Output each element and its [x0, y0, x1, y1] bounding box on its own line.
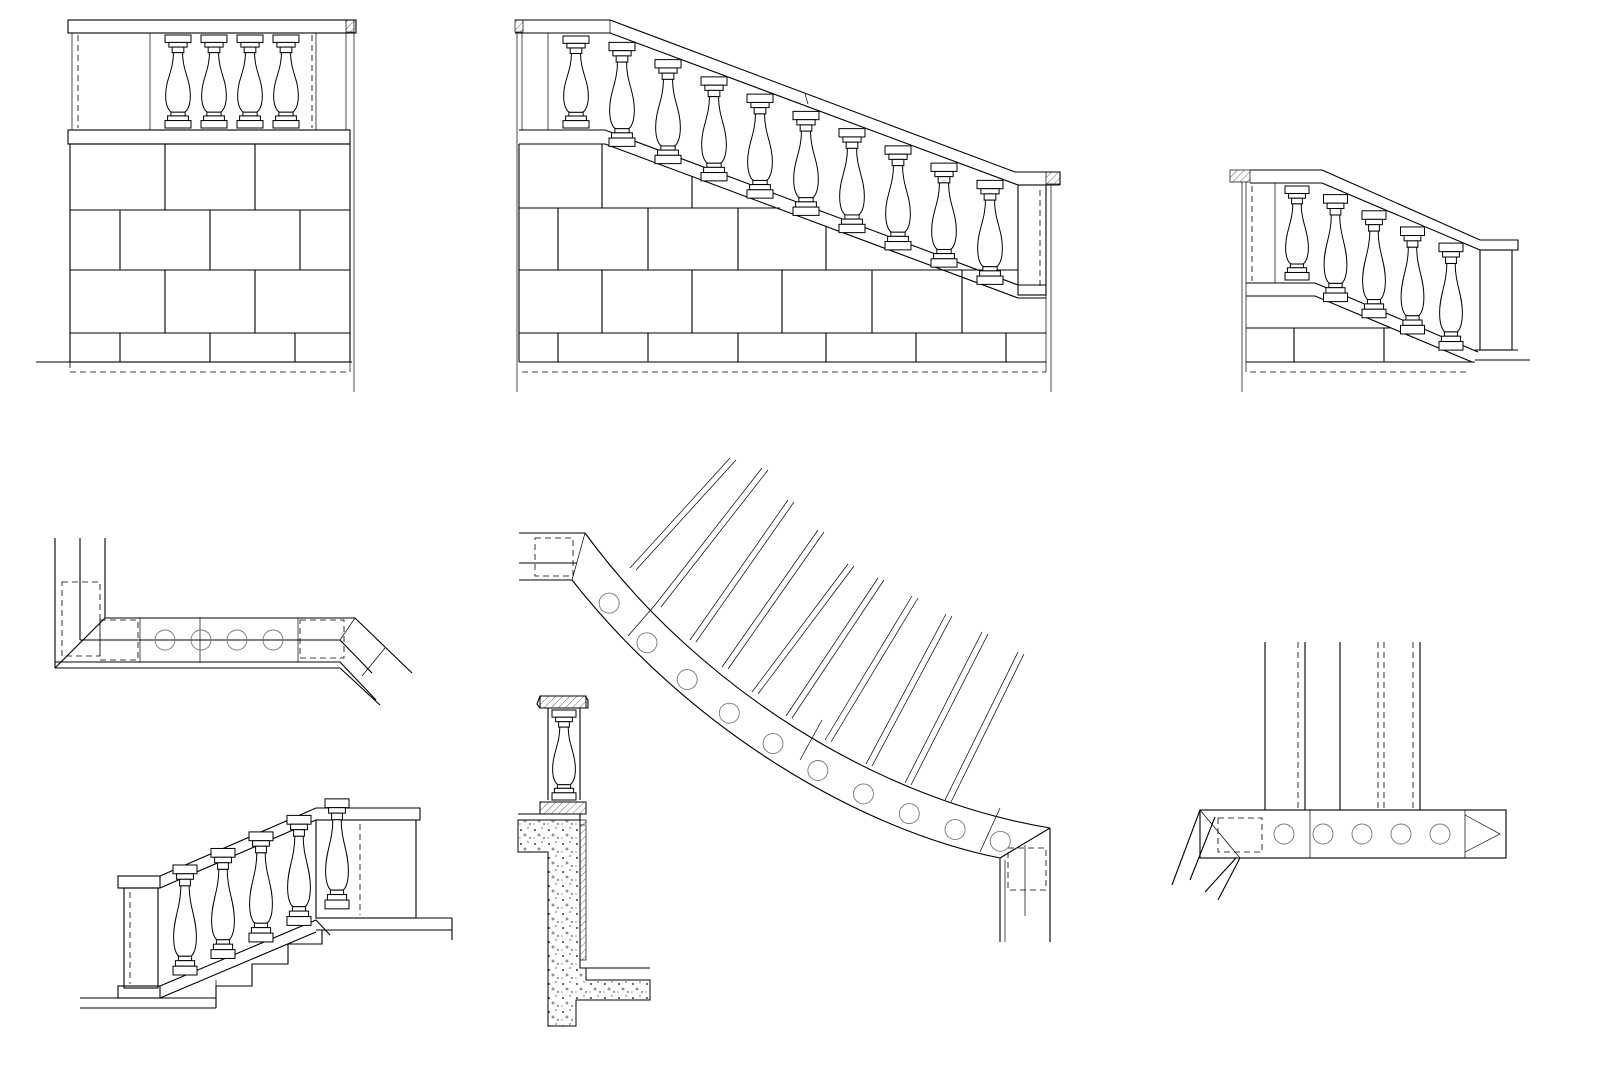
baluster-plan-circles — [598, 592, 1011, 852]
baluster-circle — [1390, 823, 1412, 845]
baluster — [884, 145, 912, 251]
baluster — [248, 831, 274, 943]
baluster-circle — [226, 629, 248, 651]
stair-elevation-large-view — [514, 19, 1061, 392]
section-detail-view — [517, 695, 651, 1027]
baluster-circle — [852, 783, 874, 805]
baluster-circle — [598, 592, 620, 614]
baluster-row — [172, 798, 350, 976]
baluster — [1400, 226, 1425, 335]
baluster — [210, 847, 236, 959]
tread-line — [824, 595, 913, 741]
baluster — [930, 162, 958, 268]
baluster-circle — [1273, 823, 1295, 845]
baluster-circle — [190, 629, 212, 651]
baluster — [172, 864, 198, 976]
tread-line — [660, 469, 769, 608]
plan-corner-left-view — [54, 538, 413, 706]
tread-line — [654, 467, 763, 606]
baluster-circle — [262, 629, 284, 651]
baluster-circle — [636, 632, 658, 654]
stair-elevation-lower-view — [80, 798, 453, 1009]
tread-line — [629, 457, 731, 569]
baluster — [551, 709, 577, 801]
baluster — [654, 59, 682, 165]
tread-line — [695, 501, 795, 643]
tread-line — [751, 563, 849, 693]
stair-tread-lines — [629, 457, 1025, 803]
baluster-plan-circles — [1273, 823, 1451, 845]
baluster-row — [164, 34, 300, 129]
tread-line — [830, 597, 919, 743]
baluster-plan-circles — [154, 629, 284, 651]
baluster — [976, 179, 1004, 285]
baluster-row — [562, 35, 1004, 285]
tread-line — [727, 531, 825, 670]
baluster — [164, 34, 192, 129]
baluster — [746, 93, 774, 199]
baluster — [1323, 194, 1348, 303]
tread-line — [950, 653, 1025, 803]
baluster-circle — [718, 702, 740, 724]
baluster — [200, 34, 228, 129]
baluster-circle — [898, 803, 920, 825]
baluster-circle — [1312, 823, 1334, 845]
baluster — [324, 798, 350, 910]
baluster-circle — [154, 629, 176, 651]
stair-elevation-small-view — [1229, 169, 1530, 392]
baluster — [608, 41, 636, 147]
baluster-circle — [762, 733, 784, 754]
baluster — [236, 34, 264, 129]
baluster-single — [551, 709, 577, 801]
tread-line — [904, 631, 983, 784]
tread-line — [689, 499, 789, 641]
baluster-circle — [1351, 823, 1373, 845]
tread-line — [944, 651, 1019, 801]
baluster — [1361, 210, 1387, 319]
tread-line — [721, 529, 819, 668]
tread-line — [785, 577, 879, 717]
baluster-circle — [989, 830, 1011, 852]
baluster — [272, 34, 300, 129]
plan-corner-right-view — [1171, 642, 1507, 901]
baluster — [792, 110, 820, 216]
baluster-circle — [944, 818, 966, 840]
baluster-circle — [1429, 823, 1451, 845]
baluster — [700, 76, 728, 182]
baluster — [286, 814, 312, 926]
plan-curved-view — [519, 457, 1051, 942]
baluster — [562, 35, 590, 129]
baluster-row — [1284, 185, 1464, 351]
tread-line — [635, 459, 737, 571]
tread-line — [757, 565, 855, 695]
tread-line — [871, 615, 953, 767]
baluster-circle — [807, 760, 829, 781]
tread-line — [791, 579, 885, 719]
baluster — [838, 128, 866, 234]
tread-line — [865, 613, 947, 765]
baluster — [1284, 185, 1310, 281]
baluster-circle — [676, 669, 698, 690]
baluster — [1438, 242, 1464, 351]
front-elevation-view — [36, 19, 357, 392]
tread-line — [910, 633, 989, 786]
